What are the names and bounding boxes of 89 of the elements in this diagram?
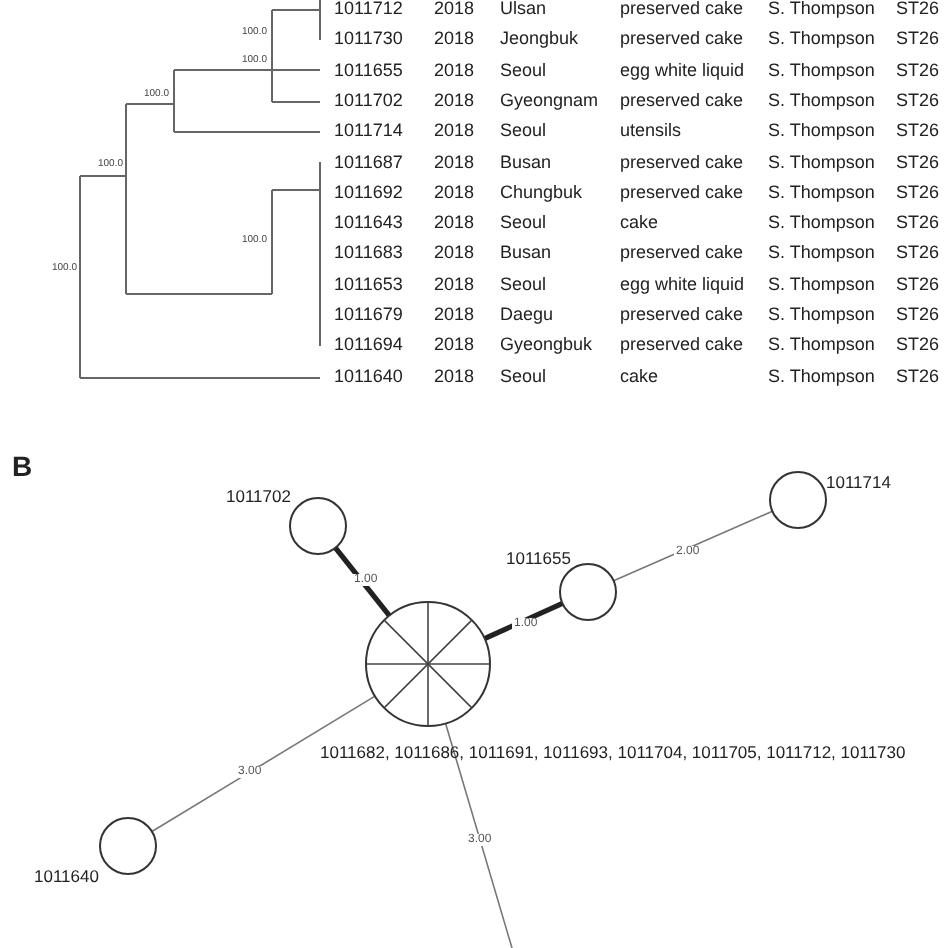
table-cell: Daegu bbox=[500, 306, 554, 324]
table-cell: Gyeongnam bbox=[500, 91, 599, 110]
table-cell: 1011643 bbox=[334, 214, 403, 233]
table-cell: 1011683 bbox=[334, 244, 403, 263]
table-cell: 2018 bbox=[434, 306, 475, 324]
table-cell: ST26 bbox=[896, 306, 940, 324]
table-cell: Seoul bbox=[500, 61, 547, 80]
table-cell: S. Thompson bbox=[768, 122, 875, 141]
table-cell: ST26 bbox=[896, 0, 940, 18]
table-cell: S. Thompson bbox=[768, 153, 875, 171]
table-cell: preserved cake bbox=[620, 244, 744, 263]
table-cell: 2018 bbox=[434, 91, 475, 110]
table-cell: 1011712 bbox=[334, 0, 403, 18]
table-cell: Chungbuk bbox=[500, 183, 583, 202]
table-cell: S. Thompson bbox=[768, 275, 875, 294]
table-cell: preserved cake bbox=[620, 183, 744, 202]
table-cell: Ulsan bbox=[500, 0, 547, 18]
table-cell: S. Thompson bbox=[768, 91, 875, 110]
node-label: 1011655 bbox=[506, 550, 571, 567]
table-cell: cake bbox=[620, 367, 659, 386]
node-label: 1011714 bbox=[826, 474, 891, 491]
table-cell: 2018 bbox=[434, 122, 475, 141]
network-link bbox=[333, 546, 392, 618]
table-cell: preserved cake bbox=[620, 0, 744, 18]
table-cell: 2018 bbox=[434, 367, 475, 386]
table-cell: 2018 bbox=[434, 30, 475, 49]
table-cell: egg white liquid bbox=[620, 275, 745, 294]
table-cell: preserved cake bbox=[620, 91, 744, 110]
table-cell: utensils bbox=[620, 122, 682, 141]
network-link bbox=[483, 601, 564, 641]
table-cell: ST26 bbox=[896, 183, 940, 202]
table-cell: ST26 bbox=[896, 30, 940, 49]
network-link bbox=[151, 695, 376, 833]
table-cell: 2018 bbox=[434, 214, 475, 233]
table-cell: ST26 bbox=[896, 214, 940, 233]
table-cell: cake bbox=[620, 214, 659, 233]
table-cell: S. Thompson bbox=[768, 244, 875, 263]
table-cell: 2018 bbox=[434, 183, 475, 202]
table-cell: 1011714 bbox=[334, 122, 403, 141]
table-cell: egg white liquid bbox=[620, 61, 745, 80]
table-cell: ST26 bbox=[896, 367, 940, 386]
table-cell: 2018 bbox=[434, 61, 475, 80]
table-cell: S. Thompson bbox=[768, 306, 875, 324]
node-label: 1011640 bbox=[34, 868, 99, 885]
table-cell: 1011679 bbox=[334, 306, 403, 324]
table-cell: S. Thompson bbox=[768, 367, 875, 386]
table-cell: Gyeongbuk bbox=[500, 336, 593, 355]
table-cell: 1011702 bbox=[334, 91, 403, 110]
table-cell: ST26 bbox=[896, 122, 940, 141]
table-cell: ST26 bbox=[896, 336, 940, 355]
table-cell: 1011640 bbox=[334, 367, 403, 386]
table-cell: S. Thompson bbox=[768, 214, 875, 233]
table-cell: ST26 bbox=[896, 275, 940, 294]
network-link bbox=[612, 510, 774, 582]
table-cell: 1011687 bbox=[334, 153, 403, 171]
table-cell: ST26 bbox=[896, 61, 940, 80]
table-cell: S. Thompson bbox=[768, 30, 875, 49]
table-cell: S. Thompson bbox=[768, 61, 875, 80]
panel-label: B bbox=[12, 452, 33, 480]
table-cell: 1011692 bbox=[334, 183, 403, 202]
table-cell: preserved cake bbox=[620, 306, 744, 324]
table-cell: preserved cake bbox=[620, 153, 744, 171]
table-cell: ST26 bbox=[896, 244, 940, 263]
table-cell: 1011694 bbox=[334, 336, 403, 355]
table-cell: Busan bbox=[500, 153, 552, 171]
node-label: 1011682, 1011686, 1011691, 1011693, 1011704, 1011705, 1011712, 1011730 bbox=[320, 744, 906, 761]
table-cell: 1011655 bbox=[334, 61, 403, 80]
table-cell: Seoul bbox=[500, 275, 547, 294]
table-cell: Seoul bbox=[500, 122, 547, 141]
table-cell: ST26 bbox=[896, 153, 940, 171]
table-cell: preserved cake bbox=[620, 336, 744, 355]
table-cell: Seoul bbox=[500, 367, 547, 386]
table-cell: Jeongbuk bbox=[500, 30, 579, 49]
table-cell: 2018 bbox=[434, 336, 475, 355]
table-cell: 2018 bbox=[434, 153, 475, 171]
network-link bbox=[444, 722, 513, 948]
table-cell: S. Thompson bbox=[768, 336, 875, 355]
table-cell: Busan bbox=[500, 244, 552, 263]
table-cell: 1011730 bbox=[334, 30, 403, 49]
node-label: 1011702 bbox=[226, 488, 291, 505]
table-cell: 2018 bbox=[434, 244, 475, 263]
table-cell: preserved cake bbox=[620, 30, 744, 49]
table-cell: ST26 bbox=[896, 91, 940, 110]
table-cell: S. Thompson bbox=[768, 0, 875, 18]
table-cell: 2018 bbox=[434, 0, 475, 18]
table-cell: Seoul bbox=[500, 214, 547, 233]
table-cell: 2018 bbox=[434, 275, 475, 294]
table-cell: S. Thompson bbox=[768, 183, 875, 202]
table-cell: 1011653 bbox=[334, 275, 403, 294]
